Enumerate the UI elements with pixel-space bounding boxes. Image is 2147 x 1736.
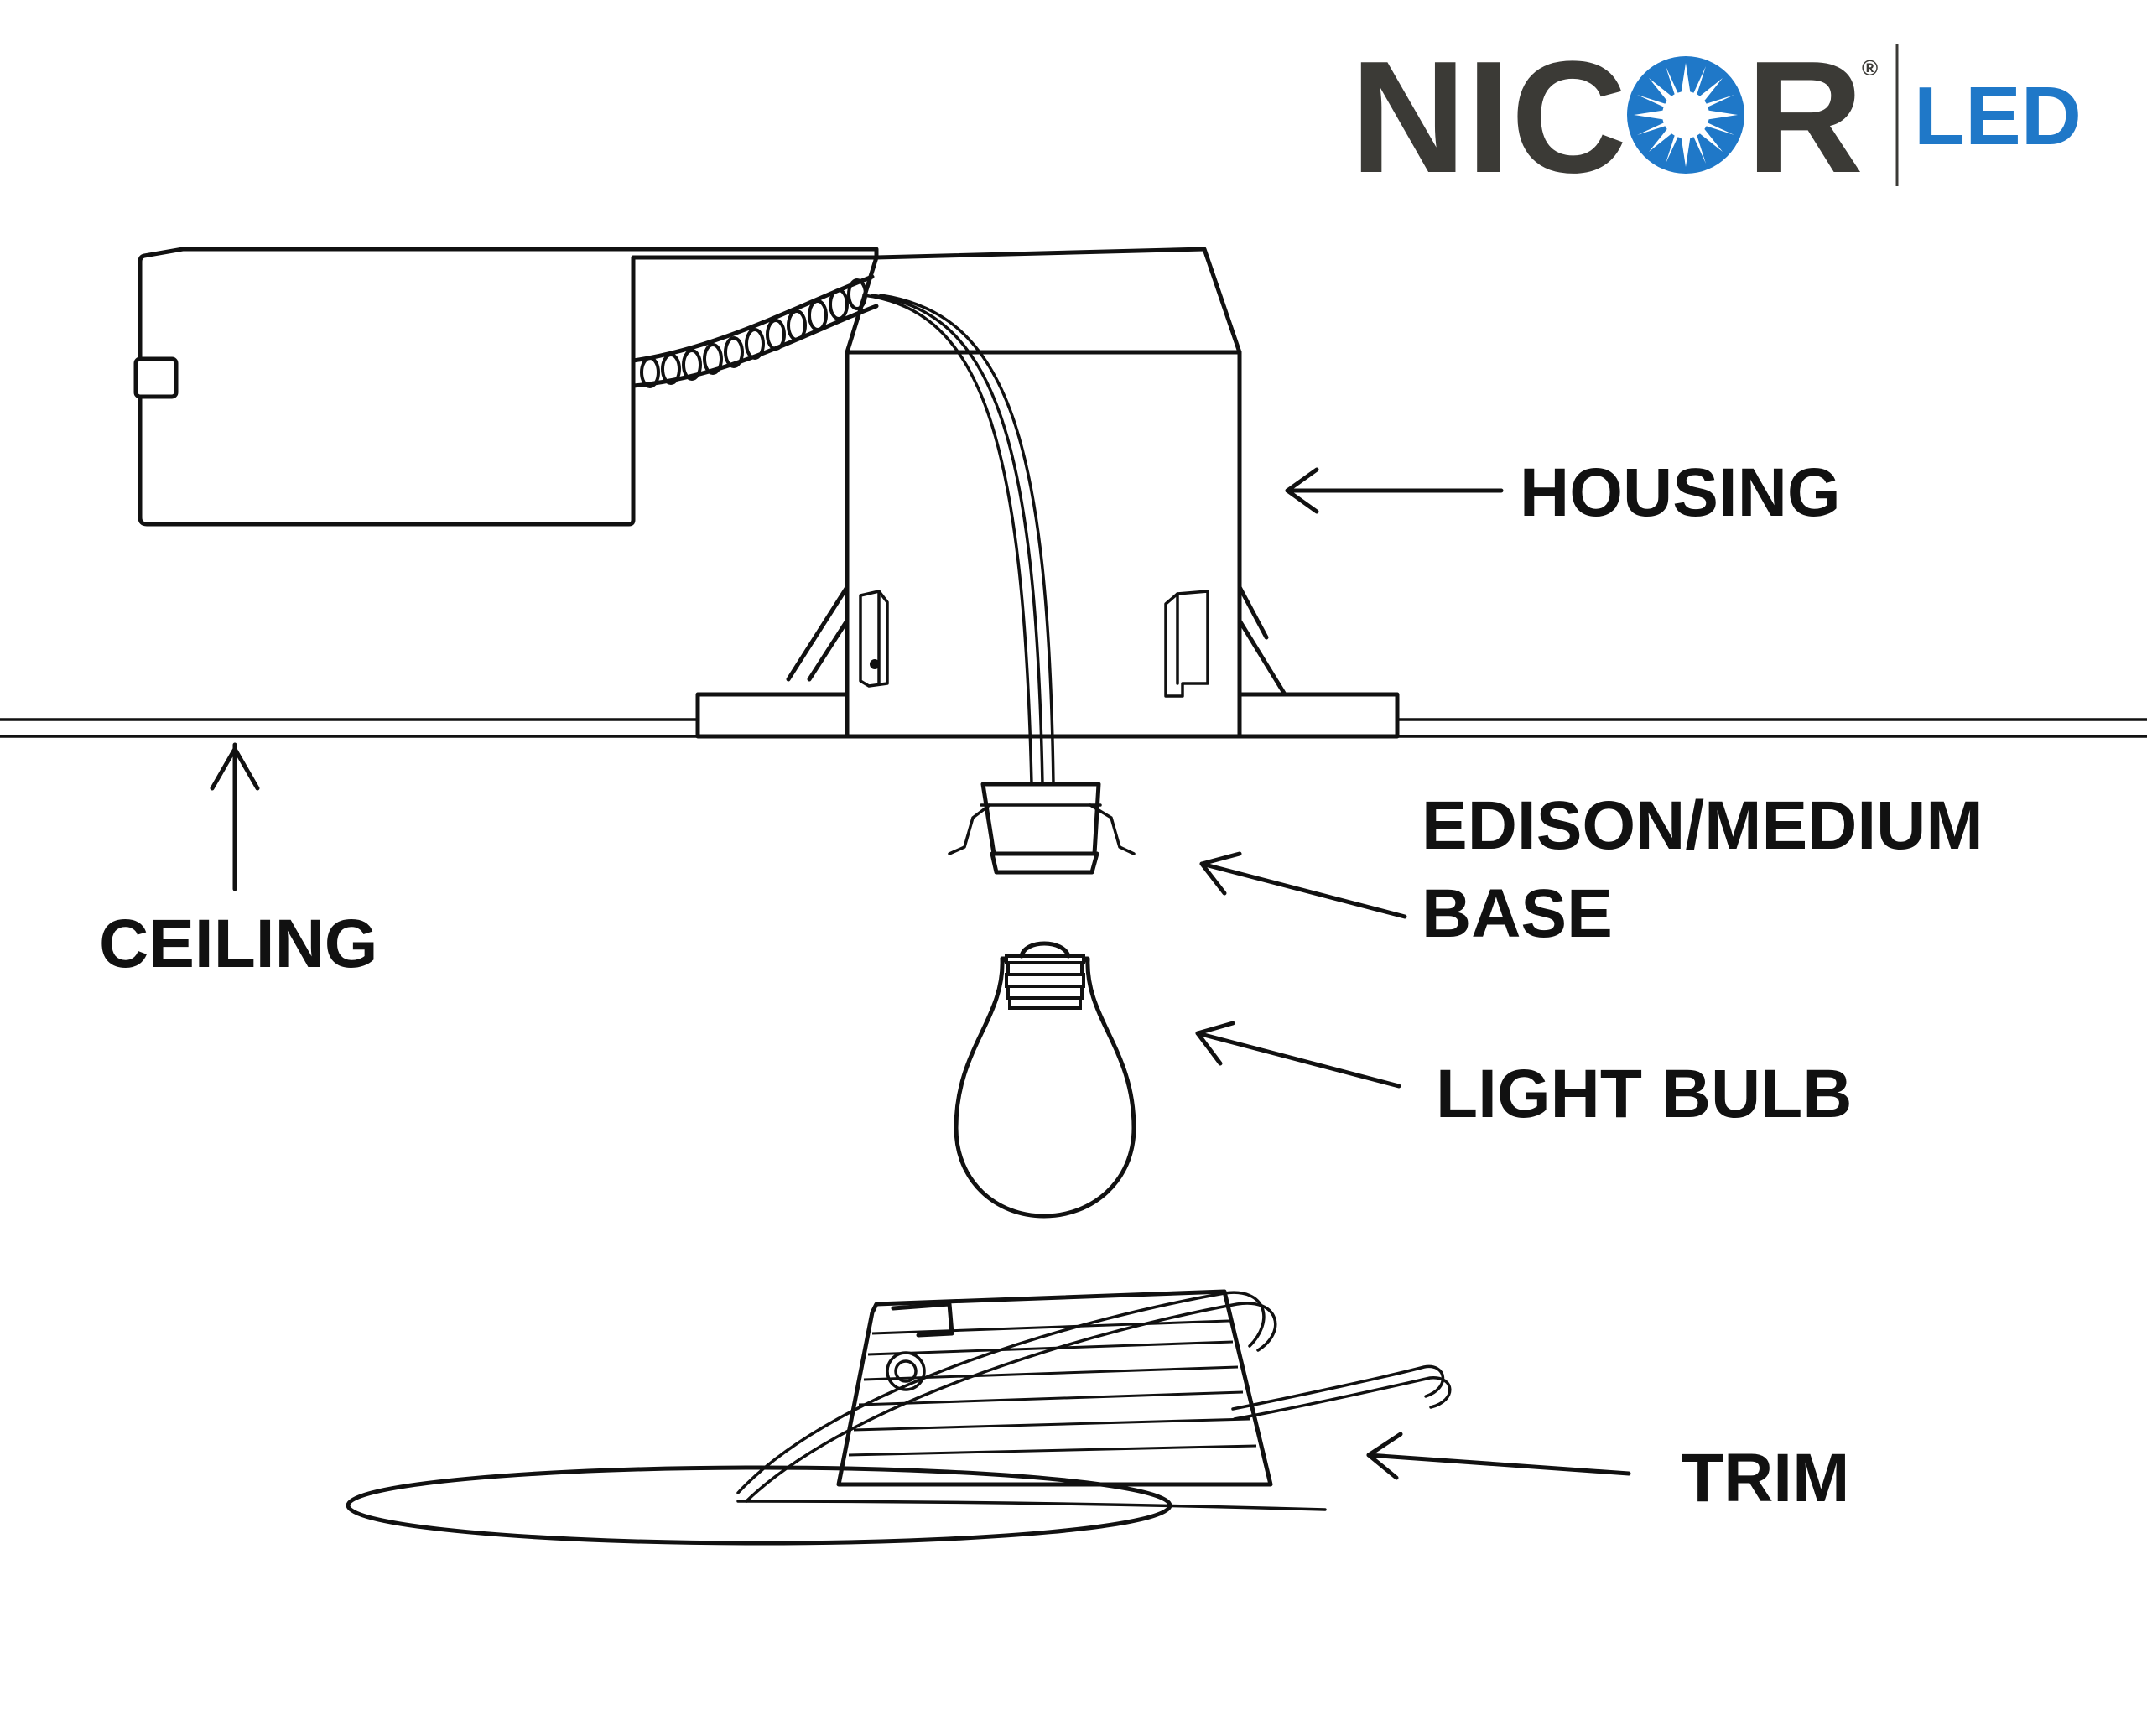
mount-plate-right xyxy=(1237,692,1400,739)
flex-conduit xyxy=(631,274,879,388)
housing-label: HOUSING xyxy=(1520,455,1841,531)
logo-brand-prefix: NIC xyxy=(1350,29,1627,206)
trim-label: TRIM xyxy=(1682,1440,1849,1516)
socket-wires xyxy=(862,294,1055,786)
logo-brand-suffix: R xyxy=(1746,29,1864,206)
trim-arrow xyxy=(1366,1432,1631,1480)
nicor-led-logo: NIC R xyxy=(1350,29,2082,206)
housing-arrow xyxy=(1285,467,1504,514)
housing-drawing xyxy=(133,247,1400,786)
base-arrow xyxy=(1199,851,1407,919)
base-label-line1: EDISON/MEDIUM xyxy=(1422,787,1983,864)
mount-plate-left xyxy=(695,692,850,739)
logo-starburst-icon xyxy=(1627,56,1744,174)
logo-product-line: LED xyxy=(1914,70,2082,162)
ceiling-arrow xyxy=(210,742,260,891)
bulb-glass xyxy=(954,956,1136,1219)
light-bulb-arrow xyxy=(1195,1021,1401,1089)
ceiling-lines xyxy=(0,718,2147,738)
bulb-screw-base xyxy=(1005,954,1085,1010)
trim-flange xyxy=(346,1465,1172,1546)
edison-socket-drawing xyxy=(948,782,1136,875)
light-bulb-drawing xyxy=(954,941,1136,1219)
base-label-line2: BASE xyxy=(1422,876,1613,952)
junction-box xyxy=(138,247,879,527)
housing-clip-left xyxy=(859,590,889,688)
logo-registered-mark: ® xyxy=(1862,55,1878,81)
housing-clip-right xyxy=(1164,590,1209,698)
trim-body xyxy=(836,1289,1273,1487)
ceiling-label: CEILING xyxy=(99,906,378,982)
trim-drawing xyxy=(346,1289,1452,1546)
housing-top-slope xyxy=(874,247,1242,739)
junction-box-tab xyxy=(133,356,179,399)
light-bulb-label: LIGHT BULB xyxy=(1436,1056,1852,1132)
